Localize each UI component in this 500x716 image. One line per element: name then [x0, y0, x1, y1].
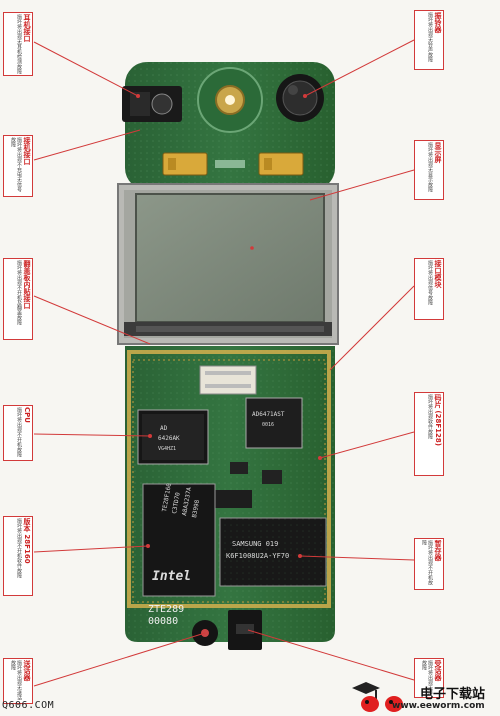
lcd-module: [117, 183, 339, 345]
label-codec-title: 码片 (28F128): [434, 394, 442, 446]
ic-marking-2: 0016: [262, 422, 274, 428]
speaker-part: [228, 610, 262, 650]
label-ringer-title: 振铃器: [434, 12, 442, 33]
label-flip-flex-desc: 损坏将出现不开机及翻盖故障: [16, 260, 22, 325]
label-flip-flex-title: 翻盖板内贴接口: [23, 260, 31, 309]
lower-pcb: [125, 346, 335, 642]
label-flash-title: 版本 28F160: [23, 518, 31, 564]
label-flip-flex: 翻盖板内贴接口 损坏将出现不开机及翻盖故障: [3, 258, 33, 340]
flash-marking-1: TE28F160: [161, 482, 173, 512]
label-display-title: 显示屏: [434, 142, 442, 163]
label-sram: 暂存器 损坏将出现不开机故障: [414, 538, 444, 590]
label-earphone-jack-desc: 损坏将出现无耳机检测故障: [16, 14, 22, 74]
label-speaker: 受话器 损坏将出现无声故障: [414, 658, 444, 698]
flash-marking-3: A8A3237A: [181, 486, 193, 516]
label-display: 显示屏 损坏将出现无显示故障: [414, 140, 444, 200]
ic-marking-1: AD6471AST: [252, 411, 285, 418]
cpu-marking-1: AD: [160, 425, 168, 432]
flash-marking-4: B3998: [191, 499, 201, 518]
label-board-connector-desc: 损坏将出现不充电无信号故障: [10, 137, 22, 192]
label-speaker-desc: 损坏将出现无声故障: [421, 660, 433, 695]
label-ringer: 振铃器 损坏将出现无铃声故障: [414, 10, 444, 70]
flash-marking-2: C3TD70: [171, 491, 182, 514]
label-sram-desc: 损坏将出现不开机故障: [421, 540, 433, 585]
label-ringer-desc: 损坏将出现无铃声故障: [427, 12, 433, 62]
label-flash: 版本 28F160 损坏将出现不开机软件故障: [3, 516, 33, 596]
label-interface-desc: 损坏将出现信号故障: [427, 260, 433, 305]
model-silkscreen: ZTE289: [148, 604, 184, 615]
cpu-marking-3: VG4HZ1: [158, 446, 176, 452]
label-sram-title: 暂存器: [434, 540, 442, 561]
label-mic: 送话器 损坏将出现无送话故障: [3, 658, 33, 704]
label-flash-desc: 损坏将出现不开机软件故障: [16, 518, 22, 578]
serial-silkscreen: 00080: [148, 616, 178, 627]
label-cpu-title: CPU: [23, 407, 31, 423]
label-interface: 接口模块 损坏将出现信号故障: [414, 258, 444, 320]
callout-lines: [33, 39, 415, 687]
earphone-jack-part: [122, 86, 182, 122]
label-earphone-jack-title: 耳机接口: [23, 14, 31, 42]
watermark-left: Q606.COM: [2, 700, 55, 711]
label-board-connector-title: 接机接口: [23, 137, 31, 165]
sram-marking-1: SAMSUNG 019: [232, 540, 278, 548]
label-board-connector: 接机接口 损坏将出现不充电无信号故障: [3, 135, 33, 197]
watermark-title: 电子下载站: [420, 687, 486, 702]
label-cpu: CPU 损坏将出现不开机故障: [3, 405, 33, 461]
watermark-url: www.eeworm.com: [392, 701, 485, 711]
cpu-marking-2: 6426AK: [158, 435, 180, 442]
label-mic-desc: 损坏将出现无送话故障: [10, 660, 22, 700]
label-interface-title: 接口模块: [434, 260, 442, 288]
label-mic-title: 送话器: [23, 660, 31, 681]
label-speaker-title: 受话器: [434, 660, 442, 681]
label-earphone-jack: 耳机接口 损坏将出现无耳机检测故障: [3, 12, 33, 76]
label-codec-desc: 损坏将出现软件故障: [427, 394, 433, 439]
ringer-part: [276, 74, 324, 122]
sram-marking-2: K6F1008U2A-YF70: [226, 552, 289, 560]
flash-brand: Intel: [152, 569, 191, 584]
label-cpu-desc: 损坏将出现不开机故障: [16, 407, 22, 457]
label-codec: 码片 (28F128) 损坏将出现软件故障: [414, 392, 444, 476]
label-display-desc: 损坏将出现无显示故障: [427, 142, 433, 192]
callout-dots: [136, 94, 322, 558]
bug-logo-icon: [352, 682, 403, 712]
